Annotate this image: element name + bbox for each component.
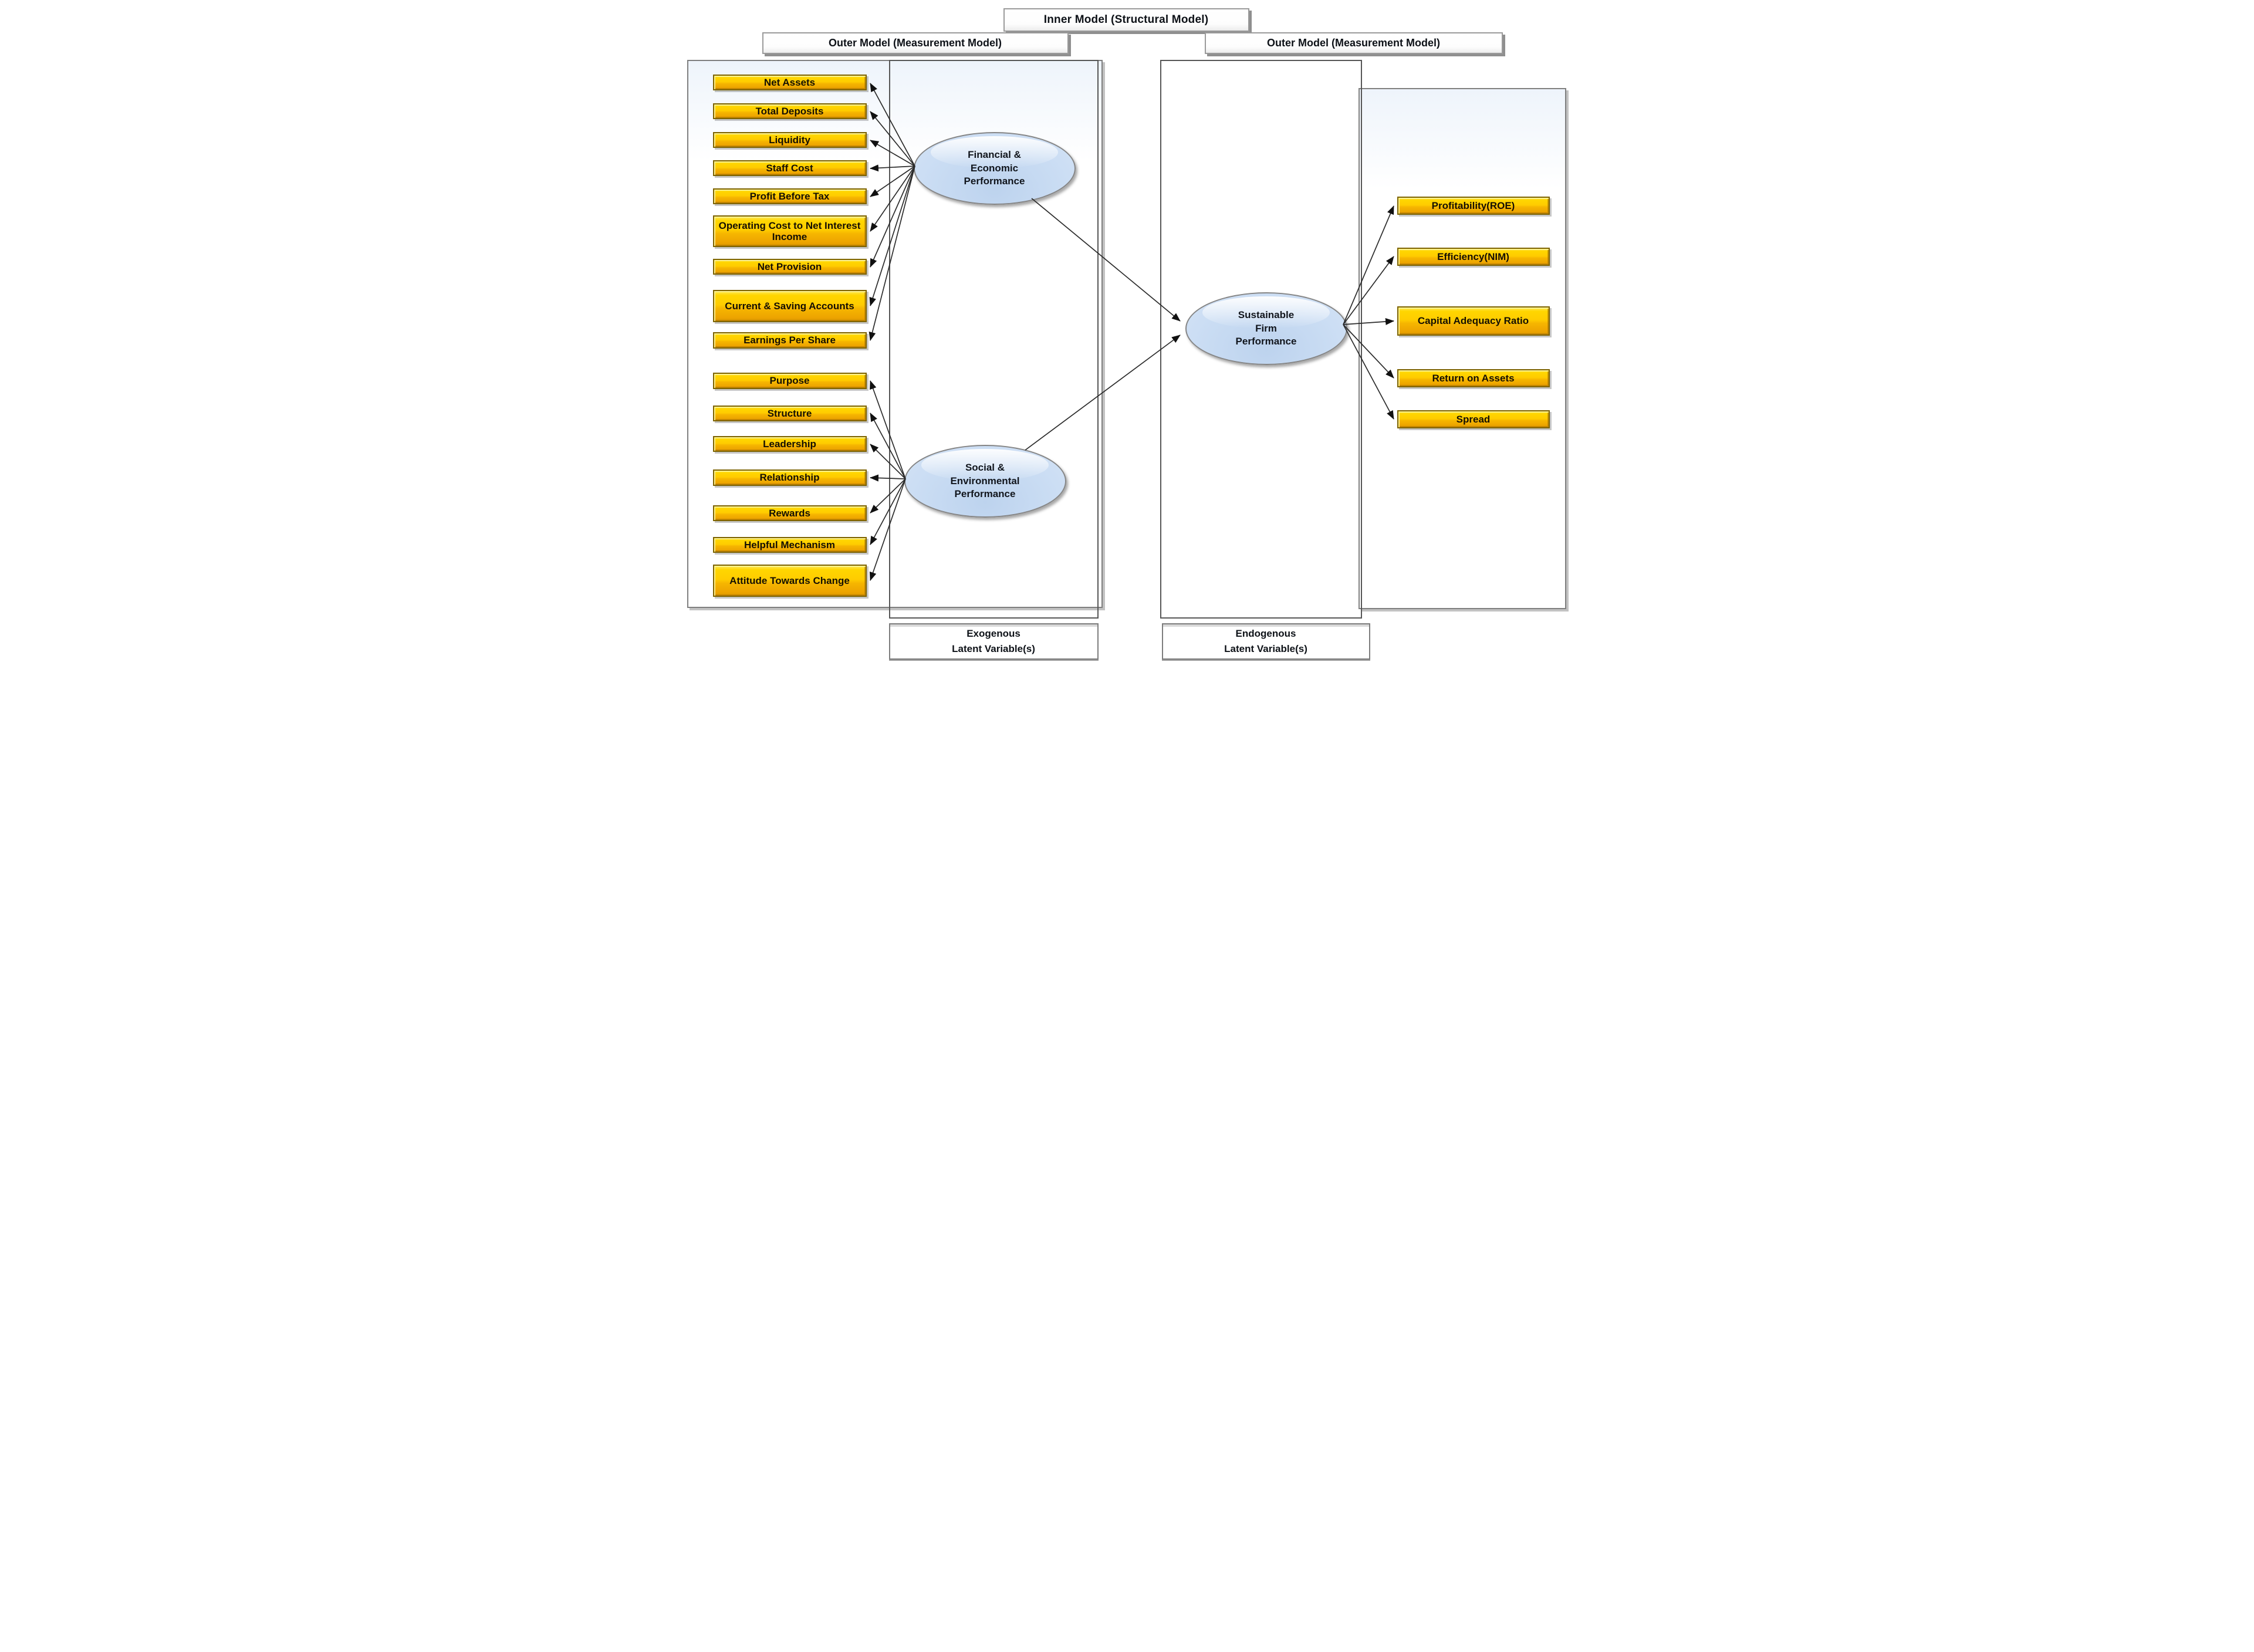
- indicator-structure: Structure: [712, 406, 867, 421]
- indicator-label: Relationship: [759, 472, 820, 484]
- indicator-earnings-per-share: Earnings Per Share: [712, 332, 867, 349]
- inner-model-title: Inner Model (Structural Model): [1003, 8, 1249, 32]
- indicator-net-assets: Net Assets: [712, 75, 867, 90]
- indicator-profit-before-tax: Profit Before Tax: [712, 188, 867, 204]
- indicator-attitude-towards-change: Attitude Towards Change: [712, 565, 867, 597]
- indicator-label: Helpful Mechanism: [744, 539, 835, 550]
- indicator-label: Efficiency(NIM): [1437, 251, 1509, 262]
- outer-model-left-title-label: Outer Model (Measurement Model): [828, 37, 1002, 49]
- latent-social-environmental-performance: Social & Environmental Performance: [904, 445, 1066, 518]
- indicator-label: Leadership: [763, 438, 816, 450]
- indicator-operating-cost-to-net-interest-income: Operating Cost to Net Interest Income: [712, 215, 867, 247]
- indicator-net-provision: Net Provision: [712, 259, 867, 275]
- sem-path-diagram: Inner Model (Structural Model) Outer Mod…: [676, 0, 1578, 661]
- indicator-spread: Spread: [1397, 410, 1550, 428]
- indicator-label: Purpose: [769, 375, 810, 387]
- latent-sustainable-firm-performance: Sustainable Firm Performance: [1185, 292, 1347, 365]
- latent-financial-economic-performance: Financial & Economic Performance: [913, 132, 1076, 205]
- indicator-helpful-mechanism: Helpful Mechanism: [712, 537, 867, 553]
- indicator-label: Net Assets: [763, 76, 816, 88]
- indicator-rewards: Rewards: [712, 505, 867, 521]
- footer-label: Exogenous Latent Variable(s): [952, 628, 1035, 654]
- indicator-return-on-assets: Return on Assets: [1397, 369, 1550, 387]
- indicator-label: Net Provision: [757, 261, 822, 272]
- indicator-label: Profit Before Tax: [749, 190, 830, 202]
- indicator-label: Capital Adequacy Ratio: [1417, 315, 1529, 327]
- indicator-profitability-roe: Profitability(ROE): [1397, 197, 1550, 215]
- outer-model-right-title-label: Outer Model (Measurement Model): [1266, 37, 1441, 49]
- indicator-label: Staff Cost: [766, 162, 813, 174]
- indicator-label: Earnings Per Share: [744, 335, 836, 346]
- outer-model-left-title: Outer Model (Measurement Model): [762, 32, 1069, 54]
- indicator-label: Spread: [1456, 413, 1491, 425]
- indicator-purpose: Purpose: [712, 373, 867, 389]
- indicator-label: Operating Cost to Net Interest Income: [718, 219, 861, 242]
- outer-model-right-panel: [1358, 88, 1566, 609]
- indicator-label: Liquidity: [769, 134, 810, 146]
- indicator-label: Total Deposits: [755, 105, 824, 117]
- indicator-capital-adequacy-ratio: Capital Adequacy Ratio: [1397, 306, 1550, 336]
- latent-label: Financial & Economic Performance: [964, 149, 1025, 187]
- indicator-label: Attitude Towards Change: [729, 575, 850, 586]
- inner-model-title-label: Inner Model (Structural Model): [1043, 13, 1209, 26]
- endogenous-latent-footer: Endogenous Latent Variable(s): [1161, 623, 1370, 660]
- indicator-leadership: Leadership: [712, 436, 867, 452]
- outer-model-right-title: Outer Model (Measurement Model): [1204, 32, 1503, 54]
- footer-label: Endogenous Latent Variable(s): [1224, 628, 1307, 654]
- indicator-label: Structure: [767, 407, 812, 419]
- indicator-relationship: Relationship: [712, 469, 867, 486]
- indicator-label: Profitability(ROE): [1431, 200, 1515, 211]
- latent-label: Social & Environmental Performance: [950, 462, 1020, 500]
- indicator-staff-cost: Staff Cost: [712, 160, 867, 176]
- indicator-efficiency-nim: Efficiency(NIM): [1397, 248, 1550, 266]
- indicator-current-saving-accounts: Current & Saving Accounts: [712, 290, 867, 322]
- indicator-label: Current & Saving Accounts: [725, 300, 854, 312]
- indicator-total-deposits: Total Deposits: [712, 103, 867, 119]
- exogenous-latent-footer: Exogenous Latent Variable(s): [888, 623, 1099, 660]
- indicator-liquidity: Liquidity: [712, 132, 867, 148]
- indicator-label: Rewards: [769, 507, 810, 519]
- latent-label: Sustainable Firm Performance: [1235, 309, 1297, 347]
- indicator-label: Return on Assets: [1432, 372, 1515, 384]
